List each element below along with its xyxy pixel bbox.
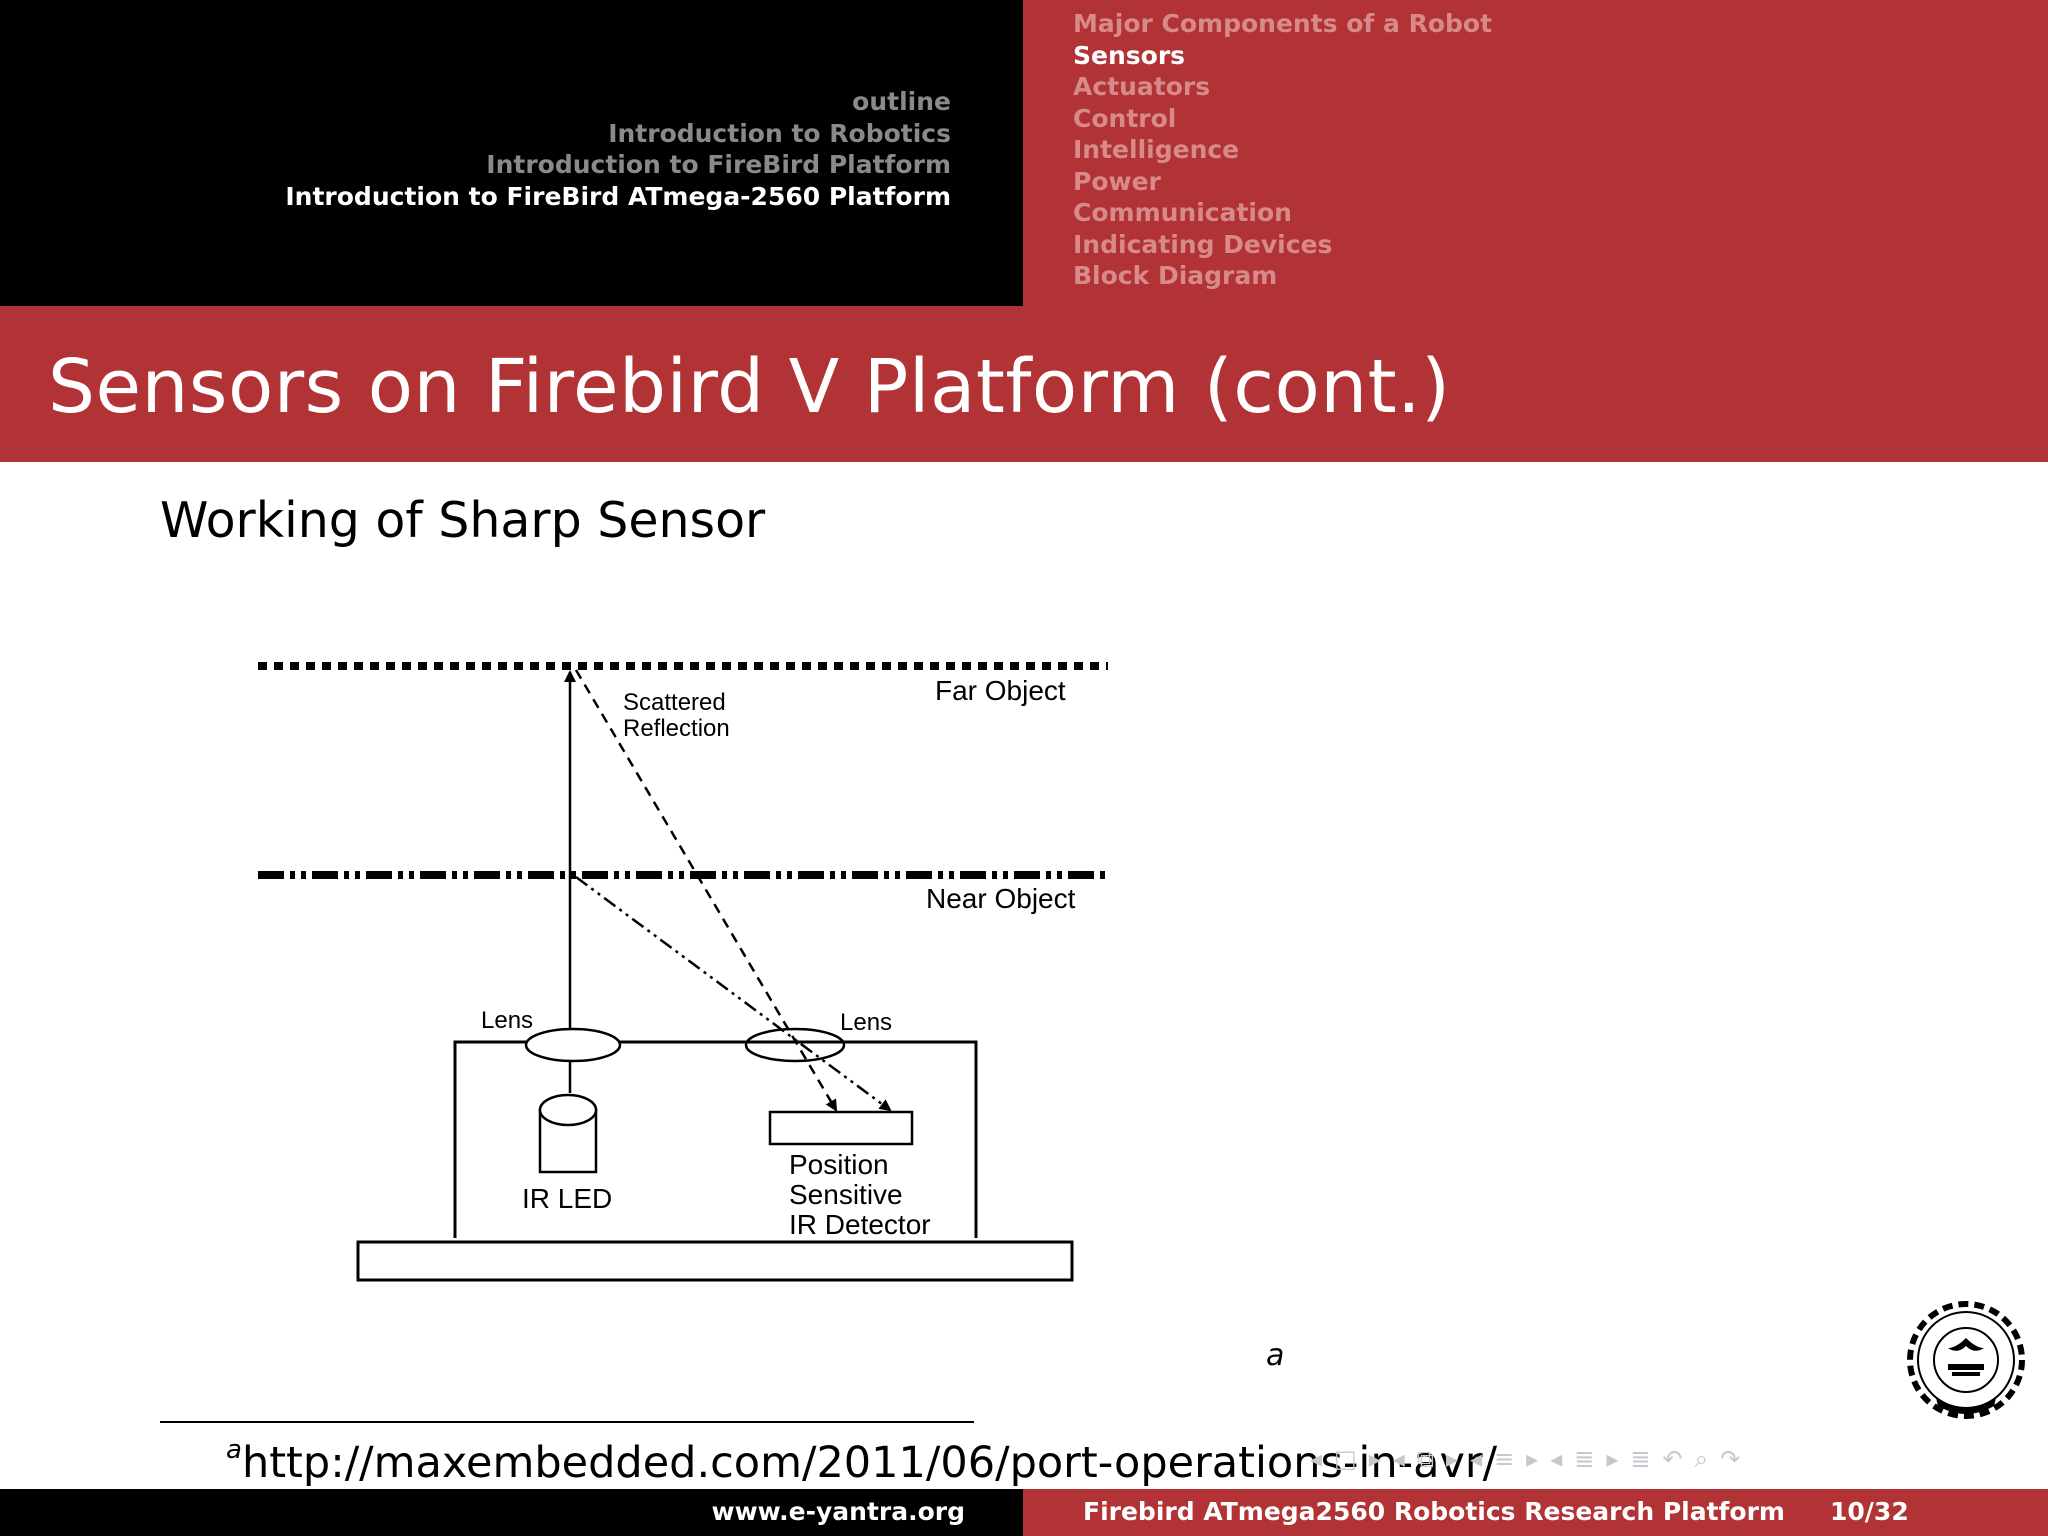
label-lens-right: Lens [840,1009,892,1036]
label-scattered-2: Reflection [623,715,730,742]
sensor-housing [453,1040,978,1238]
lens-right-icon [744,1027,846,1063]
section-item-control[interactable]: Control [1073,103,1177,133]
far-reflection-beam [574,669,838,1112]
nav-search-icon[interactable]: ⌕ [1694,1445,1709,1473]
lens-left-icon [524,1027,622,1063]
nav-doc-prev-icon[interactable]: ◂ [1550,1445,1563,1473]
slide-subtitle: Working of Sharp Sensor [160,492,766,549]
outline-item-outline[interactable]: outline [852,87,951,116]
outline-nav: outline Introduction to Robotics Introdu… [285,86,951,212]
section-item-communication[interactable]: Communication [1073,198,1292,227]
label-ir-led: IR LED [522,1183,612,1214]
section-item-intelligence[interactable]: Intelligence [1073,135,1240,164]
label-detector-3: IR Detector [789,1209,931,1240]
nav-section-next-icon[interactable]: ▸ [1526,1445,1539,1473]
header-sections-panel: Major Components of a Robot Sensors Actu… [1023,0,2048,306]
footnote: ahttp://maxembedded.com/2011/06/port-ope… [226,1434,1498,1488]
base-plate [356,1240,1074,1282]
label-lens-left: Lens [481,1007,533,1034]
institute-seal-logo [1907,1301,2025,1419]
slide-title-bar: Sensors on Firebird V Platform (cont.) [0,306,2048,462]
section-item-power[interactable]: Power [1073,166,1161,196]
footer-left: www.e-yantra.org [0,1489,1023,1536]
sharp-sensor-diagram: Scattered Reflection Far Object Near Obj… [258,662,1110,1282]
footnote-marker: a [1266,1338,1285,1373]
footer-right: Firebird ATmega2560 Robotics Research Pl… [1023,1489,2048,1536]
label-detector-2: Sensitive [789,1179,903,1210]
footnote-url[interactable]: http://maxembedded.com/2011/06/port-oper… [241,1438,1498,1488]
near-reflection-beam [575,875,892,1112]
footer-title: Firebird ATmega2560 Robotics Research Pl… [1083,1497,1785,1526]
footer-page-number: 10/32 [1830,1497,1909,1526]
label-detector-1: Position [789,1149,889,1180]
nav-doc-next-icon[interactable]: ▸ [1606,1445,1619,1473]
label-near-object: Near Object [926,883,1076,914]
nav-subsection-prev-icon[interactable]: ◂ [1392,1445,1405,1473]
footer-website: www.e-yantra.org [711,1497,965,1526]
outline-item-intro-firebird[interactable]: Introduction to FireBird Platform [486,150,951,179]
nav-toc-icon[interactable]: ≣ [1630,1445,1651,1473]
footnote-rule [160,1421,974,1423]
nav-subsection-icon[interactable]: ⧉ [1416,1445,1434,1473]
footnote-mark: a [226,1434,242,1465]
detector-element [768,1110,914,1146]
nav-subsection-next-icon[interactable]: ▸ [1445,1445,1459,1473]
section-item-block-diagram[interactable]: Block Diagram [1073,261,1278,290]
label-scattered-1: Scattered [623,689,726,716]
slide-title: Sensors on Firebird V Platform (cont.) [48,344,1451,430]
ir-led-icon [538,1093,598,1174]
header-outline-panel: outline Introduction to Robotics Introdu… [0,0,1023,306]
section-nav: Major Components of a Robot Sensors Actu… [1073,8,1492,292]
nav-frame-next-icon[interactable]: ▸ [1368,1445,1381,1473]
nav-doc-icon[interactable]: ≣ [1574,1445,1595,1473]
nav-frame-prev-icon[interactable]: ◂ [1310,1445,1323,1473]
section-item-indicating-devices[interactable]: Indicating Devices [1073,229,1333,259]
nav-frame-icon[interactable]: □ [1334,1445,1357,1473]
beamer-navigation: ◂ □ ▸ ◂ ⧉ ▸ ◂ ≡ ▸ ◂ ≣ ▸ ≣ ↶ ⌕ ↷ [1310,1442,2035,1476]
section-item-major-components[interactable]: Major Components of a Robot [1073,9,1493,38]
outline-item-intro-atmega[interactable]: Introduction to FireBird ATmega-2560 Pla… [285,181,951,211]
nav-redo-icon[interactable]: ↷ [1720,1445,1741,1473]
nav-section-prev-icon[interactable]: ◂ [1470,1445,1483,1473]
nav-undo-icon[interactable]: ↶ [1662,1445,1683,1473]
nav-section-icon[interactable]: ≡ [1494,1445,1515,1473]
section-item-actuators[interactable]: Actuators [1073,72,1211,101]
label-far-object: Far Object [935,675,1066,706]
outline-item-intro-robotics[interactable]: Introduction to Robotics [608,118,951,148]
section-item-sensors[interactable]: Sensors [1073,40,1186,70]
